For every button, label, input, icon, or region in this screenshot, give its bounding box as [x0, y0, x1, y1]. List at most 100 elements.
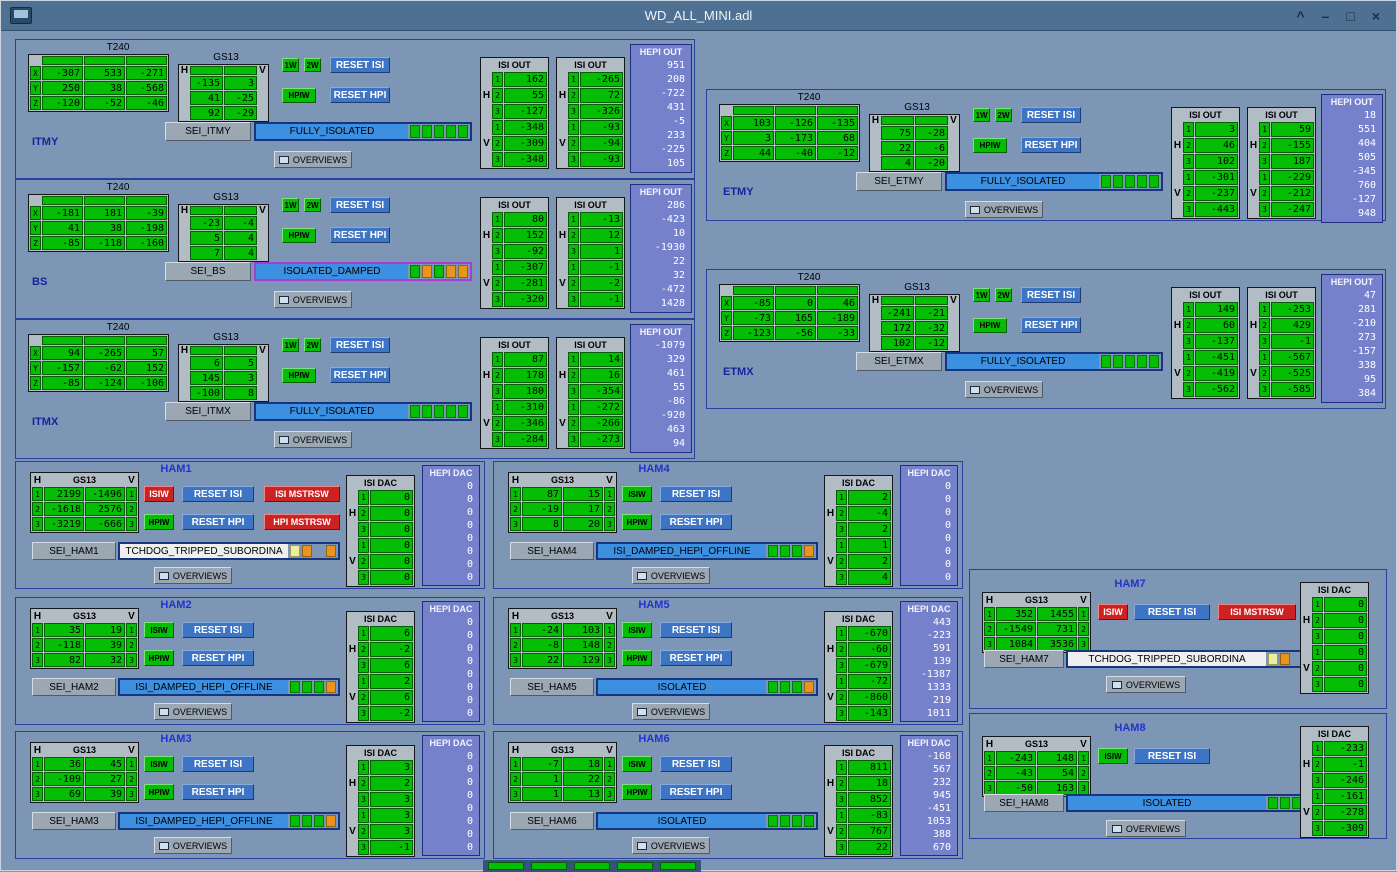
- sei-screen-button[interactable]: SEI_HAM1: [32, 542, 116, 560]
- reset-isi-button[interactable]: RESET ISI: [330, 57, 390, 73]
- dof-chip: 3: [358, 840, 369, 855]
- hpi-watchdog-button[interactable]: HPIW: [973, 138, 1007, 153]
- isi-watchdog-button[interactable]: ISIW: [144, 756, 174, 772]
- hepi-out-column: HEPI OUT286-42310-19302232-4721428: [630, 184, 692, 313]
- overviews-button[interactable]: OVERVIEWS: [632, 703, 710, 720]
- sei-screen-button[interactable]: SEI_HAM6: [510, 812, 594, 830]
- overviews-button[interactable]: OVERVIEWS: [154, 837, 232, 854]
- sei-screen-button[interactable]: SEI_HAM3: [32, 812, 116, 830]
- sei-screen-button[interactable]: SEI_BS: [165, 262, 251, 281]
- sei-screen-button[interactable]: SEI_HAM5: [510, 678, 594, 696]
- hpi-watchdog-button[interactable]: HPIW: [144, 514, 174, 530]
- reset-hpi-button[interactable]: RESET HPI: [660, 784, 732, 800]
- isi-watchdog-button[interactable]: ISIW: [1098, 748, 1128, 764]
- isi-master-switch-button[interactable]: ISI MSTRSW: [1218, 604, 1296, 620]
- sei-screen-button[interactable]: SEI_HAM4: [510, 542, 594, 560]
- dof-chip: 1: [1183, 302, 1194, 317]
- shade-button[interactable]: ^: [1296, 8, 1304, 24]
- sei-screen-button[interactable]: SEI_HAM2: [32, 678, 116, 696]
- overviews-button[interactable]: OVERVIEWS: [274, 151, 352, 168]
- isi-watchdog-button[interactable]: ISIW: [1098, 604, 1128, 620]
- stage1-watchdog-button[interactable]: 1W: [282, 58, 299, 72]
- reset-isi-button[interactable]: RESET ISI: [182, 622, 254, 638]
- stage2-watchdog-button[interactable]: 2W: [995, 288, 1012, 302]
- reset-isi-button[interactable]: RESET ISI: [1021, 287, 1081, 303]
- overviews-button[interactable]: OVERVIEWS: [274, 431, 352, 448]
- sei-screen-button[interactable]: SEI_HAM8: [984, 794, 1064, 812]
- isi-watchdog-button[interactable]: ISIW: [622, 486, 652, 502]
- hpi-watchdog-button[interactable]: HPIW: [282, 368, 316, 383]
- hpi-master-switch-button[interactable]: HPI MSTRSW: [264, 514, 340, 530]
- reset-isi-button[interactable]: RESET ISI: [660, 486, 732, 502]
- dof-chip: 3: [836, 792, 847, 807]
- overviews-button[interactable]: OVERVIEWS: [632, 567, 710, 584]
- hepi-dac-value: 0: [903, 558, 955, 571]
- reset-hpi-button[interactable]: RESET HPI: [330, 227, 390, 243]
- sei-screen-button[interactable]: SEI_ITMY: [165, 122, 251, 141]
- reset-isi-button[interactable]: RESET ISI: [1021, 107, 1081, 123]
- hpi-watchdog-button[interactable]: HPIW: [282, 228, 316, 243]
- overviews-button[interactable]: OVERVIEWS: [154, 703, 232, 720]
- reset-hpi-button[interactable]: RESET HPI: [182, 650, 254, 666]
- maximize-button[interactable]: □: [1346, 8, 1354, 24]
- sei-screen-button[interactable]: SEI_ETMX: [856, 352, 942, 371]
- isi-dac-value: 0: [370, 490, 413, 505]
- stage1-watchdog-button[interactable]: 1W: [282, 198, 299, 212]
- overviews-button[interactable]: OVERVIEWS: [632, 837, 710, 854]
- hpi-watchdog-button[interactable]: HPIW: [282, 88, 316, 103]
- reset-isi-button[interactable]: RESET ISI: [1134, 748, 1210, 764]
- reset-isi-button[interactable]: RESET ISI: [182, 486, 254, 502]
- overviews-button[interactable]: OVERVIEWS: [1106, 676, 1186, 693]
- t240-axis-label: Z: [721, 146, 732, 160]
- isi-watchdog-button[interactable]: ISIW: [144, 486, 174, 502]
- sei-screen-button[interactable]: SEI_ITMX: [165, 402, 251, 421]
- reset-hpi-button[interactable]: RESET HPI: [182, 514, 254, 530]
- reset-hpi-button[interactable]: RESET HPI: [182, 784, 254, 800]
- overviews-button[interactable]: OVERVIEWS: [1106, 820, 1186, 837]
- reset-isi-button[interactable]: RESET ISI: [660, 622, 732, 638]
- hpi-watchdog-button[interactable]: HPIW: [622, 784, 652, 800]
- isolation-state-text: ISOLATED: [1068, 796, 1266, 810]
- overviews-button[interactable]: OVERVIEWS: [274, 291, 352, 308]
- t240-value: -56: [775, 326, 816, 340]
- hpi-watchdog-button[interactable]: HPIW: [144, 784, 174, 800]
- stage1-watchdog-button[interactable]: 1W: [282, 338, 299, 352]
- close-button[interactable]: ×: [1372, 8, 1380, 24]
- isi-watchdog-button[interactable]: ISIW: [622, 622, 652, 638]
- reset-isi-button[interactable]: RESET ISI: [330, 197, 390, 213]
- t240-axis-label: Y: [30, 221, 41, 235]
- isi-master-switch-button[interactable]: ISI MSTRSW: [264, 486, 340, 502]
- overviews-button[interactable]: OVERVIEWS: [965, 201, 1043, 218]
- dof-chip: 3: [492, 104, 503, 119]
- reset-hpi-button[interactable]: RESET HPI: [1021, 317, 1081, 333]
- t240-value: 41: [42, 221, 83, 235]
- dof-chip: 2: [126, 502, 137, 516]
- reset-hpi-button[interactable]: RESET HPI: [660, 514, 732, 530]
- reset-hpi-button[interactable]: RESET HPI: [1021, 137, 1081, 153]
- stage1-watchdog-button[interactable]: 1W: [973, 108, 990, 122]
- stage2-watchdog-button[interactable]: 2W: [304, 58, 321, 72]
- hpi-watchdog-button[interactable]: HPIW: [622, 514, 652, 530]
- stage1-watchdog-button[interactable]: 1W: [973, 288, 990, 302]
- isi-watchdog-button[interactable]: ISIW: [144, 622, 174, 638]
- reset-hpi-button[interactable]: RESET HPI: [330, 87, 390, 103]
- reset-isi-button[interactable]: RESET ISI: [182, 756, 254, 772]
- dof-chip: 2: [492, 136, 503, 151]
- sei-screen-button[interactable]: SEI_ETMY: [856, 172, 942, 191]
- reset-hpi-button[interactable]: RESET HPI: [660, 650, 732, 666]
- stage2-watchdog-button[interactable]: 2W: [995, 108, 1012, 122]
- reset-isi-button[interactable]: RESET ISI: [330, 337, 390, 353]
- reset-isi-button[interactable]: RESET ISI: [1134, 604, 1210, 620]
- overviews-button[interactable]: OVERVIEWS: [154, 567, 232, 584]
- stage2-watchdog-button[interactable]: 2W: [304, 198, 321, 212]
- sei-screen-button[interactable]: SEI_HAM7: [984, 650, 1064, 668]
- stage2-watchdog-button[interactable]: 2W: [304, 338, 321, 352]
- hpi-watchdog-button[interactable]: HPIW: [622, 650, 652, 666]
- isi-watchdog-button[interactable]: ISIW: [622, 756, 652, 772]
- overviews-button[interactable]: OVERVIEWS: [965, 381, 1043, 398]
- hpi-watchdog-button[interactable]: HPIW: [144, 650, 174, 666]
- reset-hpi-button[interactable]: RESET HPI: [330, 367, 390, 383]
- minimize-button[interactable]: –: [1322, 8, 1330, 24]
- reset-isi-button[interactable]: RESET ISI: [660, 756, 732, 772]
- hpi-watchdog-button[interactable]: HPIW: [973, 318, 1007, 333]
